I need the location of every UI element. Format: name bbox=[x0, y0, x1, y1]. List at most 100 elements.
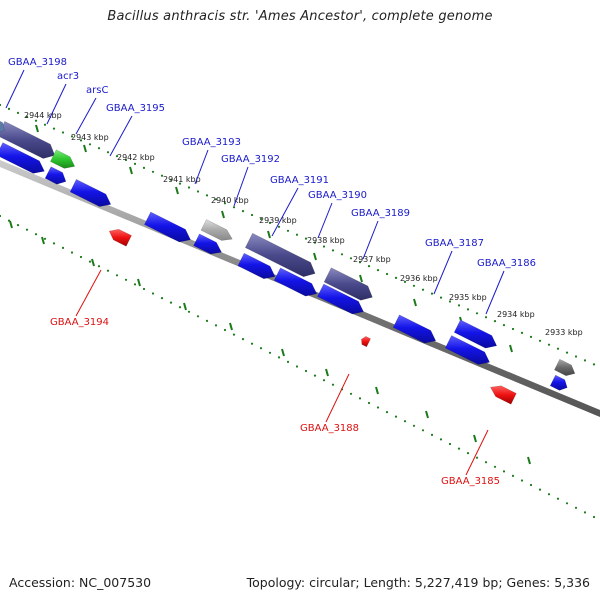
upper-scale-dot bbox=[160, 174, 164, 177]
kbp-tick-label: 2944 kbp bbox=[24, 111, 62, 120]
gene-label: GBAA_3185 bbox=[441, 476, 500, 487]
lower-scale-dot bbox=[16, 224, 20, 227]
upper-scale-dot bbox=[61, 131, 65, 134]
cds-feature bbox=[237, 252, 276, 279]
upper-scale-dot bbox=[304, 237, 308, 240]
upper-scale-dot bbox=[448, 300, 452, 303]
gene-feature-GBAA_3188 bbox=[361, 336, 371, 348]
lower-scale-dot bbox=[232, 333, 236, 336]
label-leader bbox=[317, 202, 333, 239]
gene-label: GBAA_3188 bbox=[300, 423, 359, 434]
scale-major-tick bbox=[473, 434, 477, 443]
upper-scale-dot bbox=[367, 265, 371, 268]
lower-scale-dot bbox=[385, 411, 389, 414]
lower-scale-dot bbox=[133, 283, 137, 286]
scale-major-tick bbox=[375, 386, 379, 395]
lower-scale-dot bbox=[304, 369, 308, 373]
upper-scale-dot bbox=[538, 339, 542, 342]
upper-scale-dot bbox=[475, 312, 479, 315]
lower-scale-dot bbox=[421, 429, 425, 432]
genome-summary-text: Topology: circular; Length: 5,227,419 bp… bbox=[246, 575, 590, 590]
lower-scale-dot bbox=[142, 287, 146, 291]
cds-feature bbox=[317, 283, 364, 315]
lower-scale-dot bbox=[187, 310, 191, 313]
cds-feature bbox=[392, 314, 437, 344]
gene-label: acr3 bbox=[57, 71, 79, 82]
upper-scale-dot bbox=[196, 190, 200, 193]
label-leader bbox=[362, 220, 379, 260]
label-leader bbox=[233, 166, 249, 207]
lower-scale-dot bbox=[43, 237, 47, 240]
upper-scale-dot bbox=[520, 331, 524, 334]
scale-major-tick bbox=[527, 456, 531, 465]
lower-scale-dot bbox=[556, 497, 560, 500]
lower-scale-dot bbox=[259, 347, 263, 350]
scale-major-tick bbox=[137, 278, 141, 287]
kbp-tick-label: 2937 kbp bbox=[353, 255, 391, 264]
upper-scale-dot bbox=[124, 158, 128, 162]
gene-label: GBAA_3186 bbox=[477, 258, 536, 269]
upper-scale-dot bbox=[322, 245, 326, 248]
lower-scale-dot bbox=[493, 465, 497, 468]
upper-scale-dot bbox=[376, 269, 380, 272]
upper-scale-dot bbox=[394, 276, 398, 279]
upper-scale-dot bbox=[106, 151, 110, 154]
upper-scale-dot bbox=[223, 202, 227, 205]
lower-scale-dot bbox=[160, 297, 164, 300]
scale-major-tick bbox=[313, 252, 317, 261]
gene-feature-GBAA_3193 bbox=[200, 219, 233, 241]
scale-major-tick bbox=[267, 230, 271, 239]
lower-scale-dot bbox=[448, 442, 452, 446]
lower-scale-dot bbox=[169, 301, 173, 304]
lower-scale-dot bbox=[412, 424, 416, 427]
label-leader bbox=[433, 250, 453, 295]
lower-scale-dot bbox=[115, 274, 119, 277]
upper-scale-dot bbox=[547, 343, 551, 346]
upper-scale-dot bbox=[484, 316, 488, 319]
upper-scale-dot bbox=[592, 363, 596, 366]
lower-scale-dot bbox=[538, 488, 542, 491]
upper-scale-dot bbox=[385, 272, 389, 276]
upper-scale-dot bbox=[97, 147, 101, 150]
label-leader bbox=[465, 429, 489, 476]
lower-scale-dot bbox=[520, 479, 524, 482]
lower-scale-dot bbox=[178, 306, 182, 309]
gene-feature-GBAA_3191 bbox=[244, 232, 316, 277]
lower-scale-dot bbox=[286, 360, 290, 363]
gene-features bbox=[0, 121, 576, 405]
gene-label: GBAA_3191 bbox=[270, 175, 329, 186]
lower-scale-dot bbox=[565, 502, 569, 505]
lower-scale-dot bbox=[0, 214, 2, 218]
scale-major-tick bbox=[9, 220, 13, 229]
scale-major-tick bbox=[221, 210, 225, 219]
cds-feature bbox=[444, 335, 490, 365]
upper-scale-dot bbox=[286, 229, 290, 232]
label-leader bbox=[75, 97, 97, 135]
scale-major-tick bbox=[359, 274, 363, 283]
gene-feature-GBAA_3194 bbox=[108, 228, 132, 247]
upper-scale-dot bbox=[349, 257, 353, 260]
gene-feature-GBAA_3198 bbox=[0, 121, 56, 159]
lower-scale-dot bbox=[205, 319, 209, 322]
label-leader bbox=[485, 270, 505, 315]
lower-scale-dot bbox=[97, 265, 101, 268]
scale-major-tick bbox=[509, 344, 513, 353]
upper-scale-dot bbox=[457, 304, 461, 307]
lower-scale-dot bbox=[196, 315, 200, 318]
lower-scale-dot bbox=[376, 406, 380, 409]
lower-scale-dot bbox=[331, 383, 335, 386]
lower-scale-dot bbox=[475, 456, 479, 459]
upper-scale-dot bbox=[151, 170, 155, 173]
gene-label: GBAA_3190 bbox=[308, 190, 367, 201]
lower-scale-dot bbox=[547, 493, 551, 496]
upper-scale-dot bbox=[565, 351, 569, 354]
upper-scale-dot bbox=[403, 280, 407, 283]
lower-scale-dot bbox=[223, 328, 227, 332]
cds-feature bbox=[44, 166, 67, 185]
upper-scale-dot bbox=[34, 119, 38, 122]
gene-label: GBAA_3194 bbox=[50, 317, 109, 328]
gene-label: GBAA_3195 bbox=[106, 103, 165, 114]
lower-scale-dot bbox=[466, 452, 470, 455]
